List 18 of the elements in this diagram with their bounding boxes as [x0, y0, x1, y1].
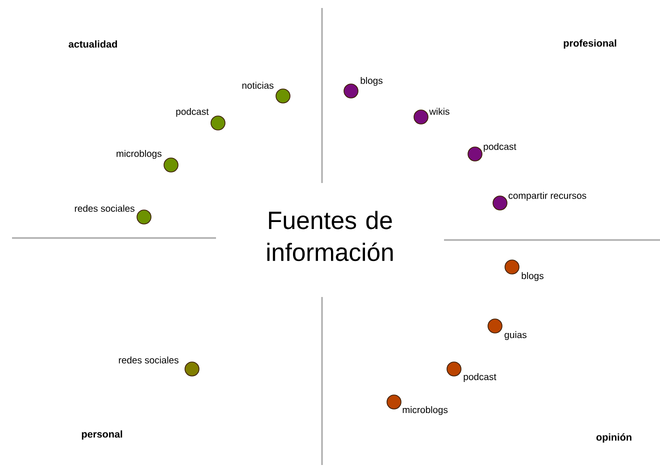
quadrant-heading: opinión: [596, 433, 632, 443]
title: Fuentes de información: [267, 210, 393, 262]
dot-label: podcast: [464, 373, 496, 382]
dot-label: microblogs: [402, 406, 448, 415]
dot-label: blogs: [360, 76, 382, 86]
dot-label: microblogs: [116, 150, 162, 159]
dot-label: redes sociales: [74, 204, 134, 212]
dot-label: podcast: [484, 142, 516, 152]
quadrant-heading: profesional: [564, 39, 616, 49]
dot-label: wikis: [429, 108, 450, 115]
dot-label: blogs: [522, 272, 544, 281]
dot-label: guias: [504, 331, 526, 340]
dot-label: compartir recursos: [508, 192, 586, 201]
dot-label: noticias: [242, 82, 274, 89]
quadrant-heading: actualidad: [68, 40, 117, 48]
dot-label: redes sociales: [118, 356, 178, 364]
dot-label: podcast: [176, 108, 209, 117]
quadrant-heading: personal: [82, 430, 122, 440]
